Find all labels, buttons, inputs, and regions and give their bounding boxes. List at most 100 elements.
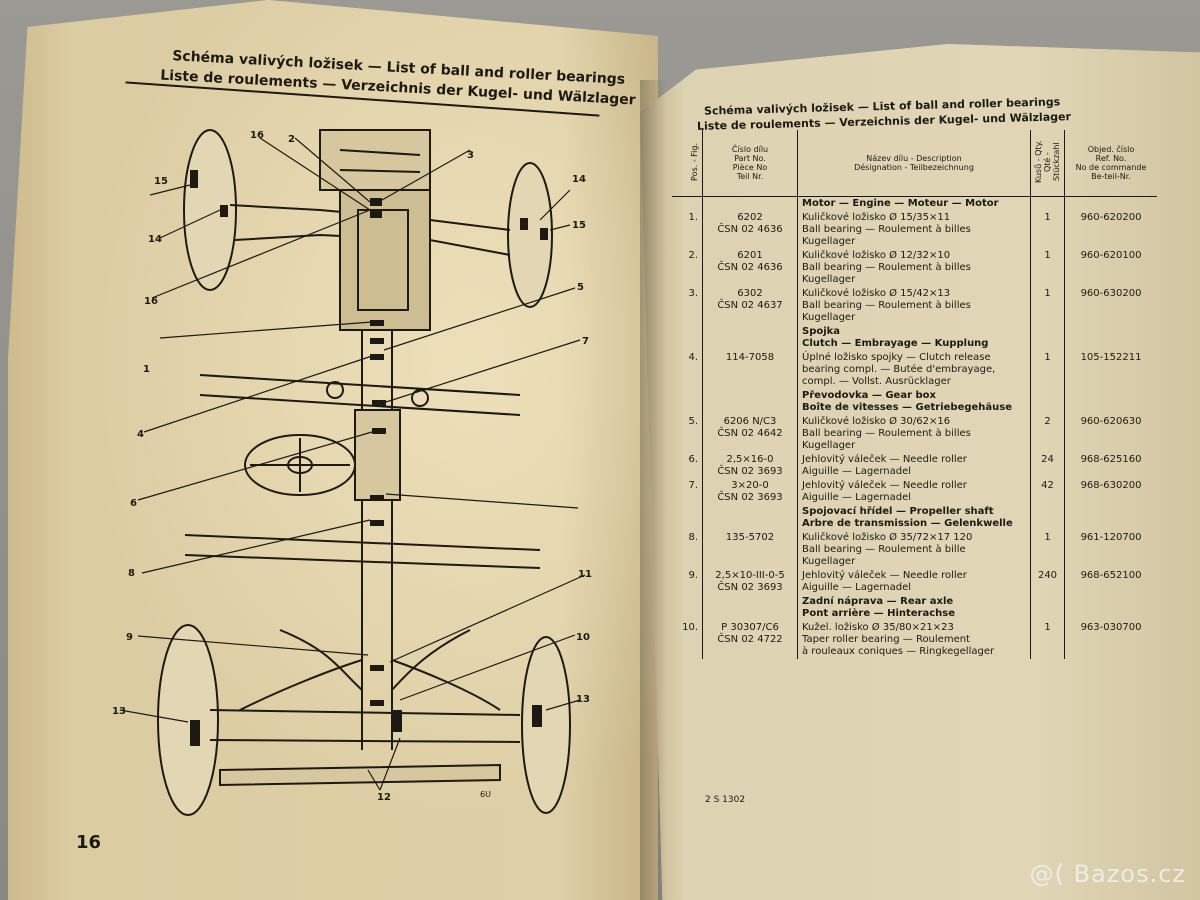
table-group-row: Převodovka — Gear box Boîte de vitesses …	[672, 389, 1157, 415]
part-cell: 2,5×10-III-0-5 ČSN 02 3693	[702, 569, 798, 595]
part-cell	[702, 505, 798, 531]
pos-cell: 8.	[672, 531, 703, 569]
left-page-number: 16	[76, 832, 102, 853]
ref-cell: 960-630200	[1080, 288, 1142, 299]
pos-cell: 10.	[672, 621, 703, 659]
name-cell: Kuličkové ložisko Ø 30/62×16 Ball bearin…	[797, 415, 1031, 453]
callout-16-bottom: 16	[144, 296, 158, 307]
qty-cell: 24	[1030, 453, 1065, 479]
qty-cell	[1030, 505, 1065, 531]
callout-15-right: 15	[572, 220, 586, 231]
qty-cell: 1	[1030, 621, 1065, 659]
pos-cell	[672, 505, 703, 531]
callout-10: 10	[576, 632, 590, 643]
part-cell: 6302 ČSN 02 4637	[702, 287, 798, 325]
callout-4: 4	[137, 429, 144, 440]
pos-cell: 2.	[672, 249, 703, 287]
ref-cell	[1065, 325, 1158, 351]
ref-cell: 960-620100	[1080, 250, 1142, 261]
callout-13-right: 13	[576, 694, 590, 705]
part-cell: 6202 ČSN 02 4636	[702, 211, 798, 249]
ref-cell: 105-152211	[1080, 352, 1142, 363]
ref-cell: 960-620200	[1080, 212, 1142, 223]
part-cell: P 30307/C6 ČSN 02 4722	[702, 621, 798, 659]
callout-6: 6	[130, 498, 137, 509]
callout-12: 12	[377, 792, 391, 803]
part-cell	[702, 196, 798, 211]
col-pos-header: Pos. - Fig.	[672, 130, 703, 197]
name-cell: Kuličkové ložisko Ø 35/72×17 120 Ball be…	[797, 531, 1031, 569]
ref-cell: 961-120700	[1080, 532, 1142, 543]
callout-16-top: 16	[250, 130, 264, 141]
table-group-row: Spojovací hřídel — Propeller shaft Arbre…	[672, 505, 1157, 531]
qty-cell: 1	[1030, 351, 1065, 389]
part-cell	[702, 325, 798, 351]
col-part-header: Číslo dílu Part No. Pièce No Teil Nr.	[702, 130, 798, 197]
callout-8: 8	[128, 568, 135, 579]
ref-cell	[1065, 389, 1158, 415]
name-cell: Kuličkové ložisko Ø 12/32×10 Ball bearin…	[797, 249, 1031, 287]
chassis-bearing-diagram: 1 2 3 4 5 6 7 8 9 10 11 12 13 13 14 14 1…	[112, 129, 592, 816]
part-cell	[702, 595, 798, 621]
callout-14-right: 14	[572, 174, 586, 185]
part-cell: 6206 N/C3 ČSN 02 4642	[702, 415, 798, 453]
part-cell: 6201 ČSN 02 4636	[702, 249, 798, 287]
ref-cell	[1065, 595, 1158, 621]
callout-3: 3	[467, 150, 474, 161]
pos-cell: 6.	[672, 453, 703, 479]
part-cell: 2,5×16-0 ČSN 02 3693	[702, 453, 798, 479]
pos-cell: 1.	[672, 211, 703, 249]
group-name-cell: Spojka Clutch — Embrayage — Kupplung	[797, 325, 1031, 351]
qty-cell: 42	[1030, 479, 1065, 505]
name-cell: Úplné ložisko spojky — Clutch release be…	[797, 351, 1031, 389]
ref-cell: 968-630200	[1080, 480, 1142, 491]
callout-11: 11	[578, 569, 592, 580]
part-cell: 135-5702	[702, 531, 798, 569]
pos-cell: 4.	[672, 351, 703, 389]
table-group-row: Motor — Engine — Moteur — Motor	[672, 196, 1157, 211]
pos-cell	[672, 196, 703, 211]
callout-5: 5	[577, 282, 584, 293]
group-name-cell: Zadní náprava — Rear axle Pont arrière —…	[797, 595, 1031, 621]
book-gutter	[640, 80, 666, 900]
ref-cell: 968-625160	[1080, 454, 1142, 465]
right-page-footer-code: 2 S 1302	[705, 795, 746, 805]
name-cell: Jehlovitý váleček — Needle roller Aiguil…	[797, 569, 1031, 595]
name-cell: Jehlovitý váleček — Needle roller Aiguil…	[797, 479, 1031, 505]
table-group-row: Zadní náprava — Rear axle Pont arrière —…	[672, 595, 1157, 621]
table-body: Motor — Engine — Moteur — Motor 1.6202 ČS…	[672, 196, 1157, 659]
pos-cell: 7.	[672, 479, 703, 505]
ref-cell: 960-620630	[1080, 416, 1142, 427]
col-name-header: Název dílu - Description Désignation - T…	[797, 130, 1031, 197]
name-cell: Kuličkové ložisko Ø 15/35×11 Ball bearin…	[797, 211, 1031, 249]
bazos-watermark: @( Bazos.cz	[1029, 860, 1186, 888]
callout-1: 1	[143, 364, 150, 375]
part-cell: 114-7058	[702, 351, 798, 389]
qty-cell	[1030, 389, 1065, 415]
col-qty-header: Kusů - Qty. Qté - Stückzahl	[1030, 130, 1065, 197]
name-cell: Kužel. ložisko Ø 35/80×21×23 Taper rolle…	[797, 621, 1031, 659]
qty-cell: 2	[1030, 415, 1065, 453]
group-name-cell: Převodovka — Gear box Boîte de vitesses …	[797, 389, 1031, 415]
table-group-row: Spojka Clutch — Embrayage — Kupplung	[672, 325, 1157, 351]
pos-cell: 3.	[672, 287, 703, 325]
qty-cell	[1030, 325, 1065, 351]
col-ref-header: Objed. číslo Ref. No. No de commande Be-…	[1064, 130, 1157, 197]
qty-cell: 1	[1030, 287, 1065, 325]
group-name-cell: Motor — Engine — Moteur — Motor	[797, 196, 1031, 211]
callout-15-left: 15	[154, 176, 168, 187]
part-cell: 3×20-0 ČSN 02 3693	[702, 479, 798, 505]
qty-cell: 240	[1030, 569, 1065, 595]
pos-cell	[672, 325, 703, 351]
name-cell: Kuličkové ložisko Ø 15/42×13 Ball bearin…	[797, 287, 1031, 325]
pos-cell	[672, 595, 703, 621]
